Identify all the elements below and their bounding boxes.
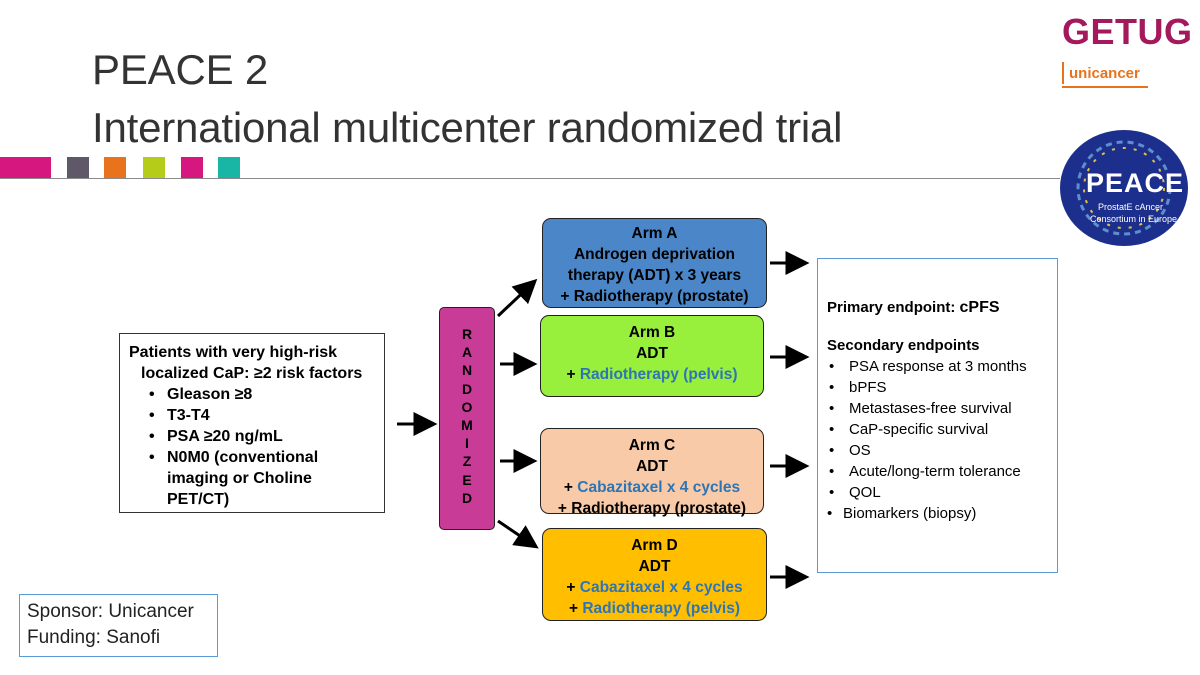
primary-endpoint: Primary endpoint: cPFS [827,297,1057,318]
criterion-item: T3-T4 [129,405,378,426]
endpoint-item: Acute/long-term tolerance [827,461,1057,482]
secondary-endpoints-heading: Secondary endpoints [827,337,980,354]
criterion-item: N0M0 (conventional imaging or Choline PE… [129,447,378,510]
randomized-box: R A N D O M I Z E D [439,307,495,530]
peace-subtitle-2: Consortium in Europe [1090,214,1178,224]
arm-d-line-3: + Radiotherapy (pelvis) [543,598,766,619]
arm-a-title: Arm A [631,225,678,242]
title-line-1: PEACE 2 [92,46,269,93]
title-line-2: International multicenter randomized tri… [92,104,843,151]
arm-d-cabazitaxel: Cabazitaxel x 4 cycles [579,579,743,596]
primary-endpoint-value: cPFS [959,299,1000,316]
endpoint-item: OS [827,440,1057,461]
arm-b-line-2-prefix: + [566,366,580,383]
arm-d-line-2: + Cabazitaxel x 4 cycles [543,577,766,598]
arm-c-title: Arm C [628,437,676,454]
arrow-randomized-to-arm-a [496,278,538,318]
randomized-letter: D [461,489,473,506]
peace-subtitle-1: ProstatE cAncer [1098,202,1164,212]
arm-c-line-2: + Cabazitaxel x 4 cycles [541,477,763,498]
secondary-endpoints-list: PSA response at 3 months bPFS Metastases… [827,356,1057,524]
arm-d-box: Arm D ADT + Cabazitaxel x 4 cycles + Rad… [542,528,767,621]
unicancer-bar [1062,62,1064,84]
deco-square-teal [218,157,240,179]
endpoint-item: bPFS [827,377,1057,398]
endpoint-item: QOL [827,482,1057,503]
arrow-randomized-to-arm-d [497,519,539,549]
patients-eligibility-box: Patients with very high-risk localized C… [119,333,385,513]
patients-heading-1: Patients with very high-risk [129,344,338,361]
deco-square-grey [67,157,89,179]
arm-d-line-2-prefix: + [566,579,580,596]
randomized-letter: A [461,344,473,361]
randomized-letter: N [461,362,473,379]
getug-wordmark: GETUG [1062,11,1193,52]
funding-line: Funding: Sanofi [27,627,161,648]
sponsor-line: Sponsor: Unicancer [27,601,194,622]
randomized-letters: R A N D O M I Z E D [440,325,494,507]
arm-b-box: Arm B ADT + Radiotherapy (pelvis) [540,315,764,397]
primary-endpoint-label: Primary endpoint: [827,299,960,316]
arm-a-line-1: Androgen deprivation [573,246,736,263]
arm-c-line-1: ADT [636,458,668,475]
arm-a-box: Arm A Androgen deprivation therapy (ADT)… [542,218,767,308]
randomized-letter: D [461,380,473,397]
peace-consortium-logo: PEACE ProstatE cAncer Consortium in Euro… [1060,130,1188,246]
unicancer-underline [1062,86,1148,88]
arm-d-line-1: ADT [638,558,671,575]
randomized-letter: M [461,417,473,434]
deco-bar-magenta [0,157,51,179]
endpoint-item: Metastases-free survival [827,398,1057,419]
deco-square-orange [104,157,126,179]
peace-wordmark: PEACE [1086,168,1185,198]
arm-d-title: Arm D [631,537,678,554]
unicancer-text: unicancer [1069,64,1140,82]
randomized-letter: E [462,471,472,488]
title-divider [0,178,1060,179]
arm-c-line-2-prefix: + [563,479,578,496]
endpoint-item: CaP-specific survival [827,419,1057,440]
endpoint-item: PSA response at 3 months [827,356,1057,377]
sponsor-box: Sponsor: Unicancer Funding: Sanofi [19,594,218,657]
criterion-item: PSA ≥20 ng/mL [129,426,378,447]
arm-b-radiotherapy: Radiotherapy (pelvis) [579,366,738,383]
getug-logo: GETUG unicancer [1062,11,1193,88]
arm-c-line-3: + Radiotherapy (prostate) [557,500,747,517]
randomized-letter: O [461,398,473,415]
arm-c-cabazitaxel: Cabazitaxel x 4 cycles [577,479,741,496]
randomized-letter: Z [462,453,472,470]
deco-square-lime [143,157,165,179]
eligibility-criteria-list: Gleason ≥8 T3-T4 PSA ≥20 ng/mL N0M0 (con… [129,384,378,510]
arm-a-line-3: + Radiotherapy (prostate) [560,288,749,305]
arm-a-line-2: therapy (ADT) x 3 years [567,267,742,284]
arm-b-line-2: + Radiotherapy (pelvis) [541,364,763,385]
deco-square-pink [181,157,203,179]
patients-heading-2: localized CaP: ≥2 risk factors [141,365,363,382]
randomized-letter: I [465,435,469,452]
arm-c-box: Arm C ADT + Cabazitaxel x 4 cycles + Rad… [540,428,764,517]
peace-stars-icon [1076,140,1172,236]
unicancer-wordmark: unicancer [1062,62,1174,84]
arm-b-line-1: ADT [636,345,668,362]
arm-b-title: Arm B [628,324,676,341]
criterion-item: Gleason ≥8 [129,384,378,405]
arm-d-line-3-prefix: + [569,600,583,617]
endpoint-item-biomarkers: Biomarkers (biopsy) [827,503,1057,524]
arm-d-radiotherapy: Radiotherapy (pelvis) [582,600,740,617]
endpoints-box: Primary endpoint: cPFS Secondary endpoin… [817,258,1058,573]
randomized-letter: R [461,326,473,342]
